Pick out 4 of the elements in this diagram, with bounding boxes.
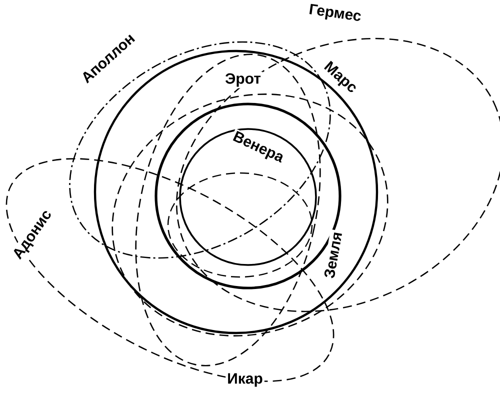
orbit-label: Эрот <box>224 72 262 88</box>
orbit-label: Гермес <box>306 2 364 26</box>
orbit-label: Икар <box>226 372 264 388</box>
orbit-label: Земля <box>322 229 344 281</box>
